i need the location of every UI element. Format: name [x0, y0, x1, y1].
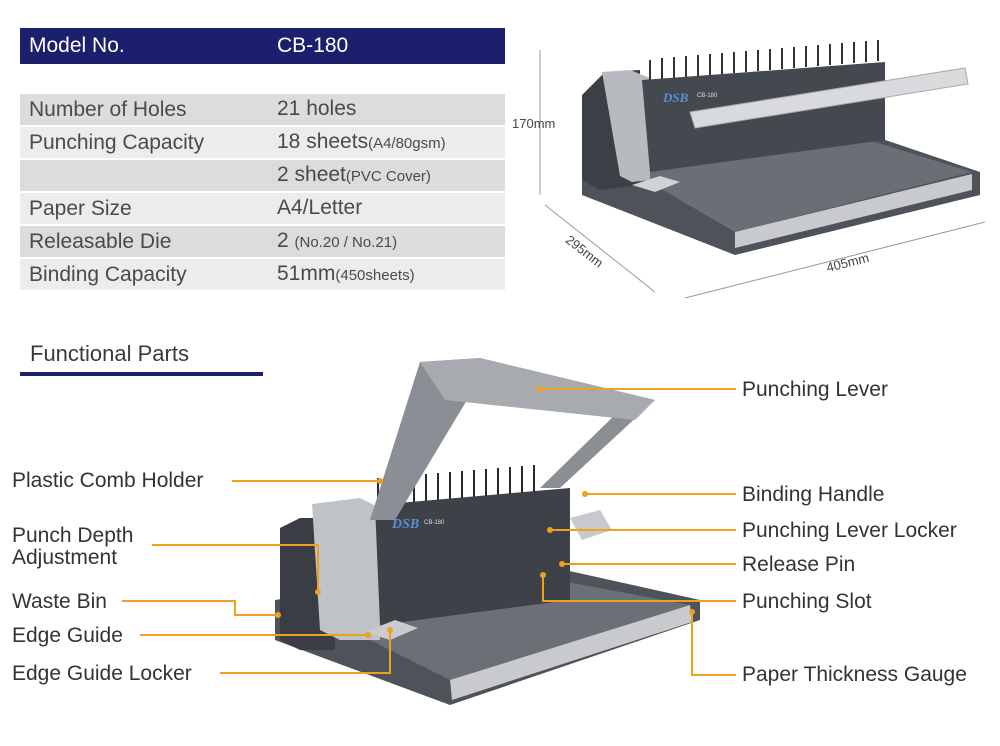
- label-punching-lever-locker: Punching Lever Locker: [742, 519, 957, 542]
- width-dimension-line: [684, 221, 986, 299]
- spec-value: 51mm(450sheets): [277, 262, 415, 285]
- callout-punch-depth: [152, 544, 319, 592]
- model-value: CB-180: [277, 34, 349, 57]
- spec-key: Releasable Die: [29, 230, 172, 253]
- functional-parts-title: Functional Parts: [30, 341, 189, 366]
- open-brand-logo: DSB: [391, 517, 419, 532]
- callout-punching-slot: [542, 575, 736, 602]
- open-side-panel: [312, 498, 380, 640]
- callout-edge-guide-locker: [220, 630, 391, 674]
- callout-paper-thickness-gauge: [691, 612, 736, 676]
- spec-row: Binding Capacity 51mm(450sheets): [20, 259, 505, 290]
- binding-handle-bar: [689, 67, 969, 129]
- right-callout-lines: [540, 388, 736, 676]
- spec-row: Punching Capacity 18 sheets(A4/80gsm): [20, 127, 505, 158]
- height-dimension: 170mm: [512, 116, 556, 131]
- spec-table-header: Model No. CB-180: [20, 28, 505, 64]
- spec-key: Number of Holes: [29, 98, 187, 121]
- binding-handle-part: [570, 510, 612, 540]
- label-punching-lever: Punching Lever: [742, 378, 888, 401]
- spec-value: 21 holes: [277, 97, 357, 120]
- model-label: Model No.: [29, 34, 125, 57]
- label-edge-guide-locker: Edge Guide Locker: [12, 662, 192, 685]
- spec-row: Paper Size A4/Letter: [20, 193, 505, 224]
- label-punch-depth: Punch Depth: [12, 524, 134, 547]
- brand-model: CB-180: [697, 93, 718, 99]
- spec-value: A4/Letter: [277, 196, 363, 219]
- spec-key: Paper Size: [29, 197, 132, 220]
- open-tray-edge: [450, 605, 692, 700]
- callout-waste-bin: [122, 600, 278, 616]
- left-callout-lines: [122, 480, 391, 674]
- open-machine-front: [375, 488, 570, 625]
- spec-value: 18 sheets(A4/80gsm): [277, 130, 446, 153]
- side-panel: [602, 70, 650, 182]
- label-plastic-comb-holder: Plastic Comb Holder: [12, 469, 204, 492]
- spec-key: Binding Capacity: [29, 263, 187, 286]
- spec-table: Number of Holes 21 holes Punching Capaci…: [20, 94, 505, 292]
- spec-value: 2 (No.20 / No.21): [277, 229, 398, 252]
- spec-row: Releasable Die 2 (No.20 / No.21): [20, 226, 505, 257]
- spec-value: 2 sheet(PVC Cover): [277, 163, 431, 186]
- brand-logo: DSB: [662, 90, 689, 105]
- title-underline: [20, 372, 263, 376]
- label-release-pin: Release Pin: [742, 553, 856, 576]
- tray-edge: [735, 174, 972, 248]
- spec-row: 2 sheet(PVC Cover): [20, 160, 505, 191]
- spec-row: Number of Holes 21 holes: [20, 94, 505, 125]
- depth-dimension-line: [544, 204, 656, 293]
- label-waste-bin: Waste Bin: [12, 590, 107, 613]
- callout-dots: [275, 386, 695, 638]
- label-paper-thickness-gauge: Paper Thickness Gauge: [742, 663, 967, 686]
- label-binding-handle: Binding Handle: [742, 483, 885, 506]
- comb-teeth: [649, 40, 879, 80]
- edge-guide: [632, 176, 680, 192]
- label-punching-slot: Punching Slot: [742, 590, 872, 613]
- label-edge-guide: Edge Guide: [12, 624, 123, 647]
- spec-key: Punching Capacity: [29, 131, 205, 154]
- open-brand-model: CB-180: [424, 520, 445, 526]
- label-adjustment: Adjustment: [12, 546, 118, 569]
